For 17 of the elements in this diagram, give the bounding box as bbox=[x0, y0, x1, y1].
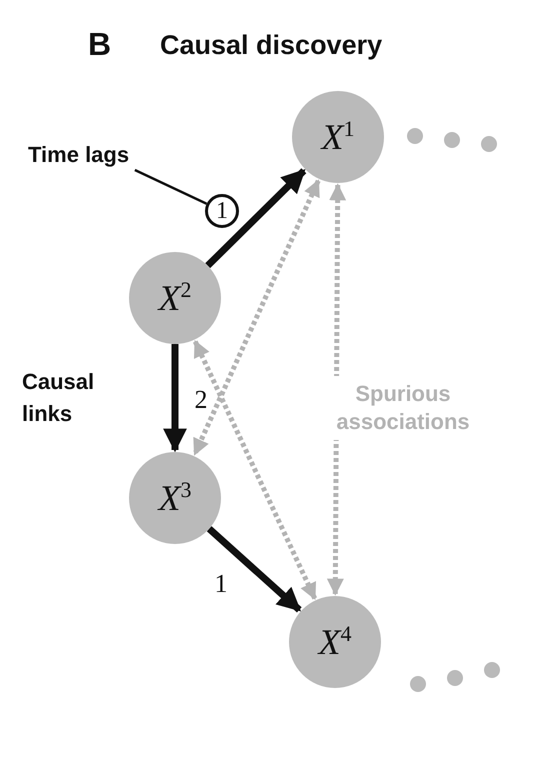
arrow bbox=[163, 344, 187, 452]
variable-node: X$^{1}$ bbox=[292, 91, 384, 183]
title: Causal discovery bbox=[160, 30, 382, 61]
time-lag-circle: 1 bbox=[205, 194, 239, 228]
dashed-arrow bbox=[192, 340, 318, 600]
leader-line bbox=[134, 168, 208, 205]
arrow bbox=[205, 168, 306, 268]
annotation-text: Time lags bbox=[28, 140, 178, 170]
annotation-text: Causal links bbox=[22, 368, 96, 428]
variable-node: X$^{3}$ bbox=[129, 452, 221, 544]
panel-letter: B bbox=[88, 26, 112, 63]
variable-node: X$^{4}$ bbox=[289, 596, 381, 688]
variable-node: X$^{2}$ bbox=[129, 252, 221, 344]
edge-label: 2 bbox=[194, 384, 208, 416]
arrow bbox=[206, 526, 302, 612]
dashed-arrow bbox=[192, 179, 321, 456]
edge-label: 1 bbox=[214, 568, 228, 600]
